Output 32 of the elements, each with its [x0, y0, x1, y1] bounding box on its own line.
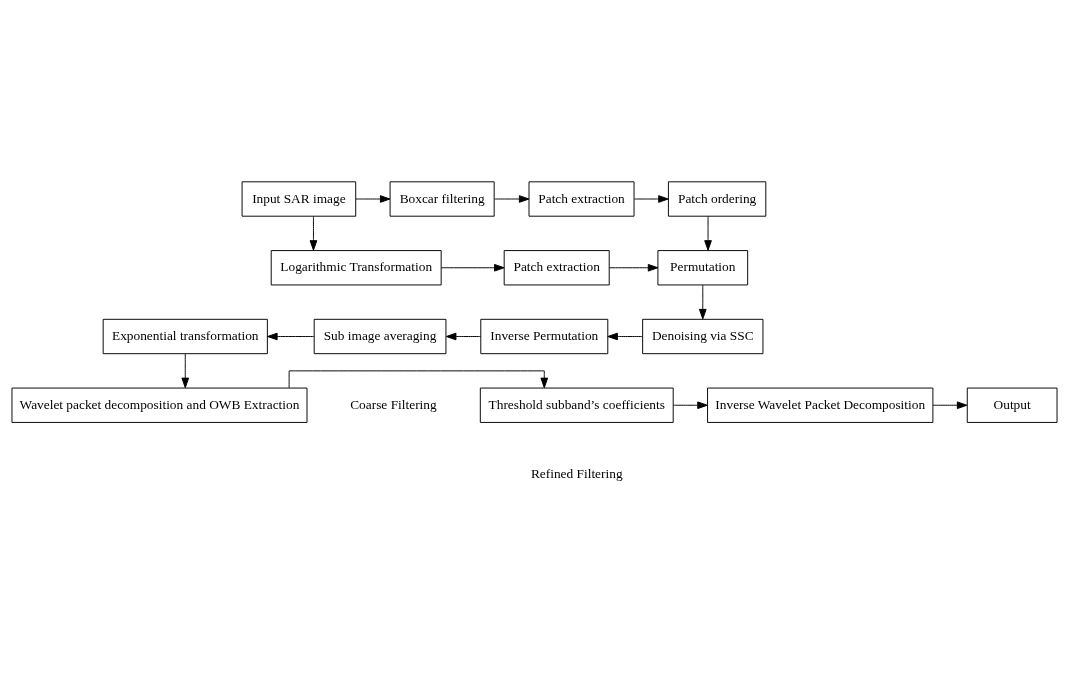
arrow [698, 284, 707, 320]
node-box: Sub image averaging [313, 318, 447, 355]
arrow [288, 370, 549, 389]
arrow [355, 195, 391, 203]
label: Refined Filtering [530, 465, 623, 481]
arrow [440, 263, 505, 272]
label: Coarse Filtering [350, 396, 437, 412]
node-box: Logarithmic Transformation [270, 250, 442, 286]
node-box: Wavelet packet decomposition and OWB Extraction [11, 387, 308, 423]
arrow [309, 215, 318, 251]
arrow [672, 401, 708, 410]
node-box: Patch extraction [503, 250, 610, 286]
node-box: Threshold subband’s coefficients [479, 387, 674, 423]
node-box: Patch ordering [667, 181, 767, 217]
node-box: Permutation [657, 250, 749, 286]
node-box: Denoising via SSC [642, 318, 764, 355]
arrow [267, 332, 315, 341]
arrow [607, 332, 644, 341]
node-box: Inverse Permutation [480, 318, 609, 355]
node-box: Boxcar filtering [389, 181, 495, 217]
arrow [493, 195, 530, 203]
node-box: Exponential transformation [102, 318, 268, 355]
node-box: Inverse Wavelet Packet Decomposition [707, 387, 934, 423]
arrow [608, 263, 659, 272]
arrow [181, 353, 190, 389]
arrow [932, 401, 968, 410]
node-box: Input SAR image [241, 181, 357, 217]
node-box: Output [966, 387, 1058, 423]
arrow [633, 195, 669, 203]
arrow [445, 332, 482, 341]
arrow [704, 215, 712, 251]
node-box: Patch extraction [528, 181, 635, 217]
